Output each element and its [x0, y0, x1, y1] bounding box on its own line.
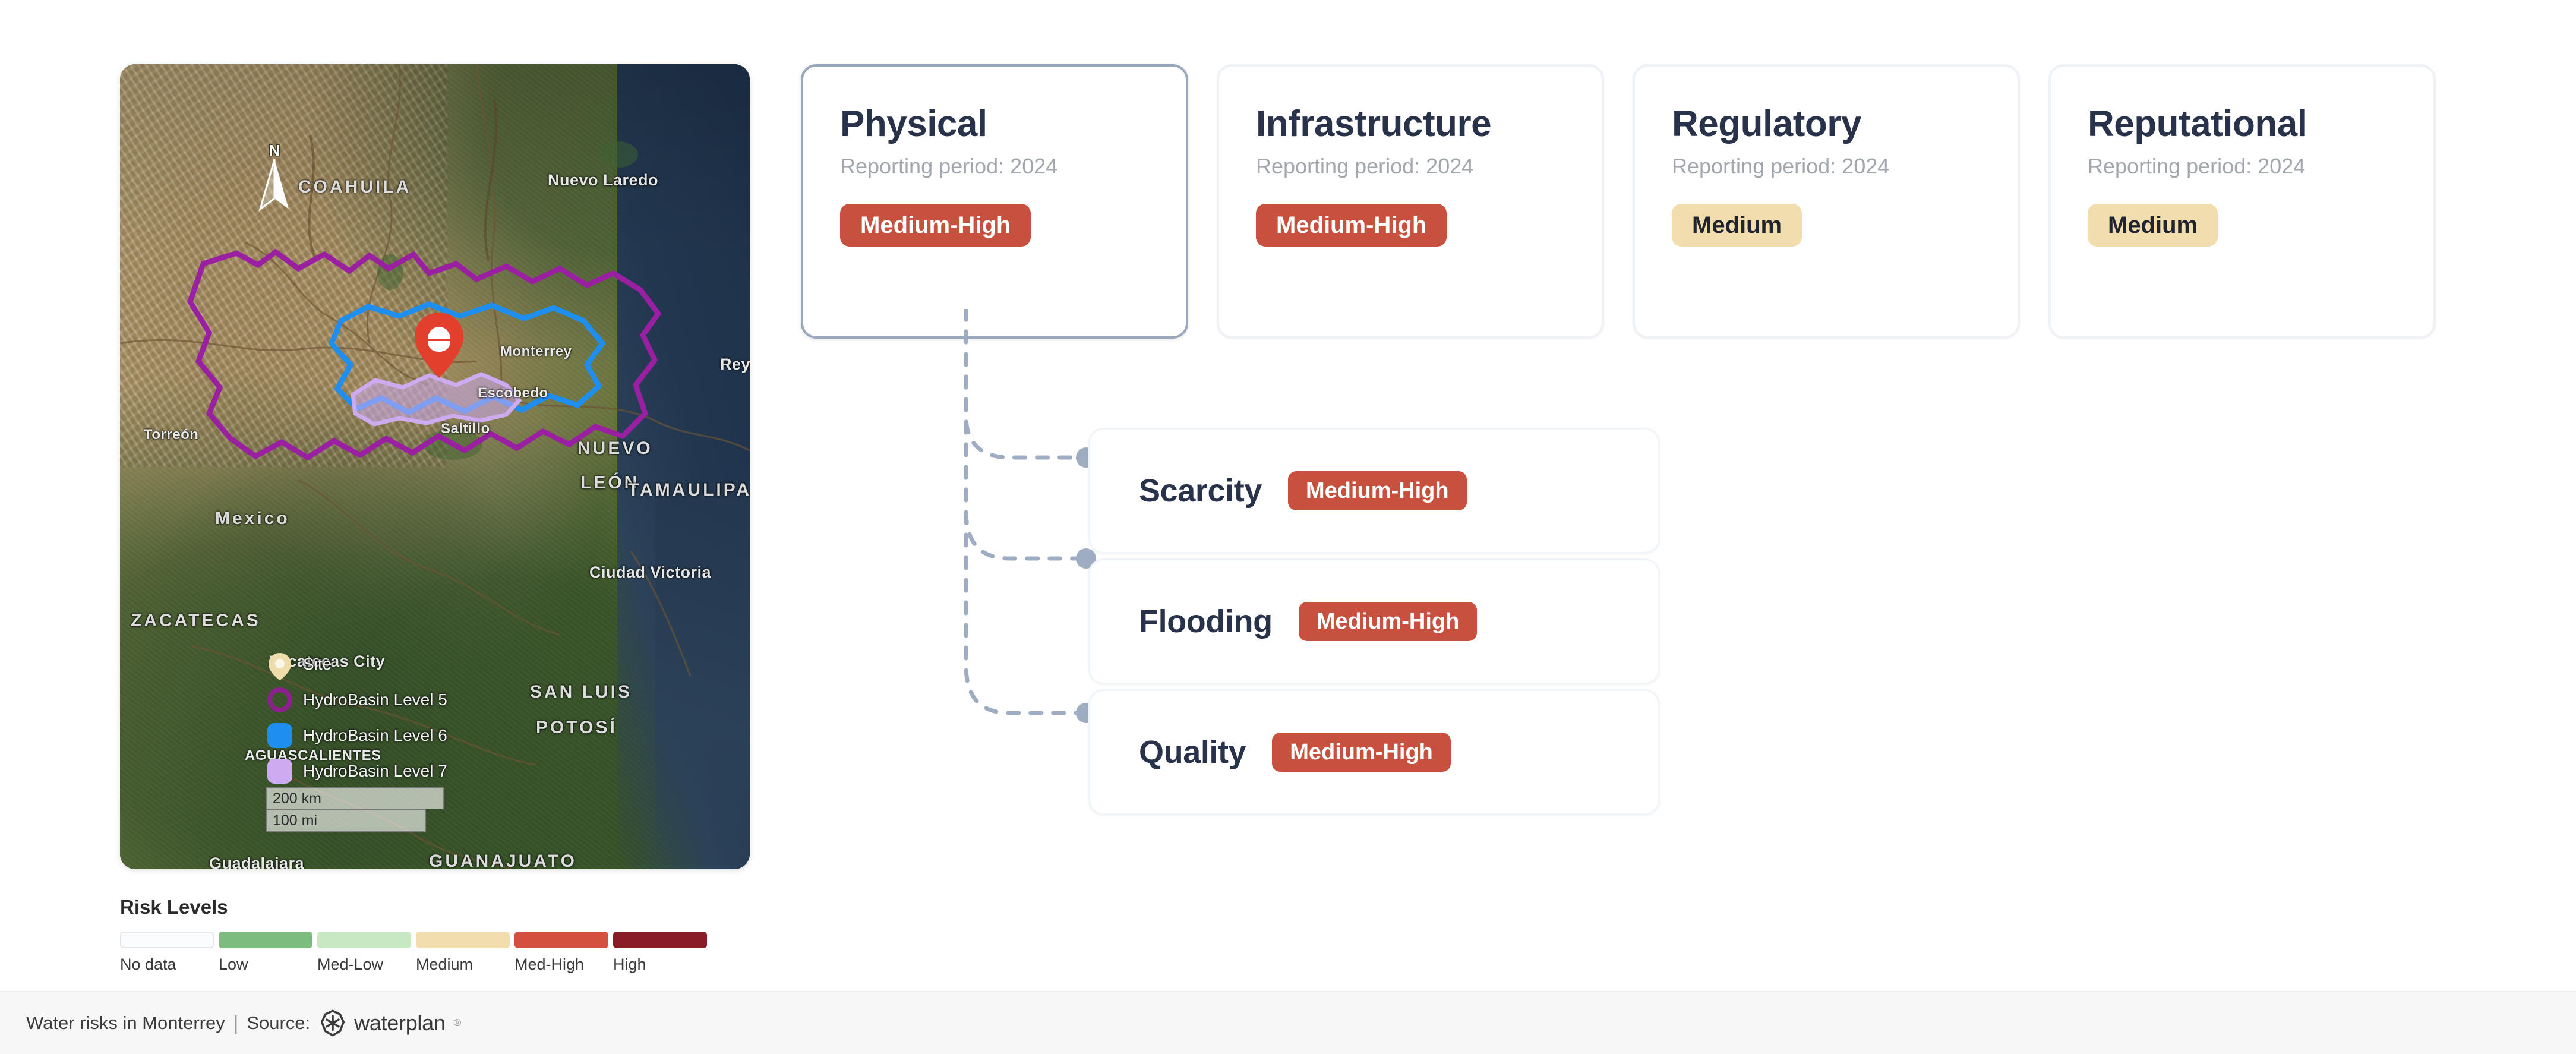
svg-text:N: N [269, 141, 280, 159]
map-legend-row: HydroBasin Level 7 [267, 753, 447, 789]
risk-subcard-title: Quality [1139, 734, 1246, 770]
hydrobasin-level-5-outline [187, 248, 662, 461]
risk-level-label: Med-High [514, 955, 585, 973]
risk-level-swatch [514, 932, 608, 948]
map-hydrobasin-layer [187, 248, 662, 461]
map-ocean-layer-2 [655, 482, 750, 869]
risk-level-item: Med-Low [317, 932, 411, 974]
risk-card-reporting-period: Reporting period: 2024 [1672, 154, 1890, 179]
map-legend-label: HydroBasin Level 7 [303, 762, 447, 780]
risk-card-rating-badge: Medium [1672, 204, 1802, 247]
risk-subcard-quality[interactable]: Quality Medium-High [1088, 689, 1660, 815]
risk-level-swatch [613, 932, 707, 948]
risk-subcard-title: Flooding [1139, 604, 1273, 639]
connector-to-flooding [964, 309, 1084, 561]
risk-level-item: No data [120, 932, 214, 974]
basin-swatch [267, 723, 292, 748]
risk-card-title: Infrastructure [1256, 103, 1492, 144]
footer-bar: Water risks in Monterrey | Source: water… [0, 991, 2576, 1054]
scale-mi: 100 mi [266, 809, 426, 832]
risk-card-title: Regulatory [1672, 103, 1861, 144]
map-legend-label: HydroBasin Level 6 [303, 726, 447, 744]
waterplan-logo: waterplan ® [320, 1009, 461, 1037]
connector-to-quality [964, 309, 1084, 715]
risk-level-label: Med-Low [317, 955, 384, 973]
map-top-vignette [120, 64, 750, 258]
risk-subcard-flooding[interactable]: Flooding Medium-High [1088, 558, 1660, 684]
risk-card-title: Physical [840, 103, 987, 144]
risk-subcard-rating-badge: Medium-High [1287, 471, 1467, 510]
risk-level-swatch [219, 932, 312, 948]
risk-level-label: Medium [416, 955, 473, 973]
risk-level-item: Medium [416, 932, 510, 974]
risk-level-swatch [416, 932, 510, 948]
risk-card-reporting-period: Reporting period: 2024 [1256, 154, 1474, 179]
risk-levels-title: Risk Levels [120, 896, 228, 918]
map-pin-marker [267, 652, 292, 680]
waterplan-mark-icon [320, 1009, 345, 1037]
footer-separator: | [233, 1012, 239, 1034]
risk-card-rating-badge: Medium [2088, 204, 2218, 247]
basin-ring [267, 687, 292, 712]
risk-subcard-rating-badge: Medium-High [1272, 733, 1451, 772]
map-legend-label: Site [303, 655, 332, 673]
risk-level-item: Low [219, 932, 312, 974]
north-arrow-icon: N [258, 141, 289, 212]
map-legend-row: Site [267, 646, 447, 682]
site-marker-pin[interactable] [412, 310, 466, 380]
hydrobasin-level-7-area [351, 372, 522, 427]
risk-level-label: Low [219, 955, 248, 973]
scale-km: 200 km [266, 787, 444, 809]
risk-card-reporting-period: Reporting period: 2024 [2088, 154, 2306, 179]
risk-level-item: Med-High [514, 932, 608, 974]
risk-card-rating-badge: Medium-High [1256, 204, 1447, 247]
risk-subcard-scarcity[interactable]: Scarcity Medium-High [1088, 428, 1660, 554]
registered-mark: ® [453, 1017, 462, 1028]
risk-card-rating-badge: Medium-High [840, 204, 1031, 247]
risk-card-reporting-period: Reporting period: 2024 [840, 154, 1058, 179]
risk-levels-legend: Risk Levels No data Low Med-Low Medium Med-H… [120, 896, 750, 974]
map-scale-bar: 200 km 100 mi [266, 787, 456, 832]
map-legend-row: HydroBasin Level 5 [267, 682, 447, 718]
risk-subcard-title: Scarcity [1139, 473, 1262, 509]
risk-levels-scale: No data Low Med-Low Medium Med-High High [120, 932, 750, 974]
map-legend-label: HydroBasin Level 5 [303, 690, 447, 709]
risk-subcard-rating-badge: Medium-High [1298, 602, 1478, 641]
footer-title: Water risks in Monterrey [26, 1012, 225, 1033]
risk-level-swatch [120, 932, 214, 948]
footer-source-label: Source: [247, 1012, 311, 1033]
risk-card-title: Reputational [2088, 103, 2307, 144]
risk-level-label: No data [120, 955, 176, 973]
basin-swatch [267, 759, 292, 784]
risk-level-label: High [613, 955, 646, 973]
risk-level-item: High [613, 932, 707, 974]
map-legend-row: HydroBasin Level 6 [267, 718, 447, 753]
risk-level-swatch [317, 932, 411, 948]
waterplan-wordmark: waterplan [354, 1011, 446, 1035]
